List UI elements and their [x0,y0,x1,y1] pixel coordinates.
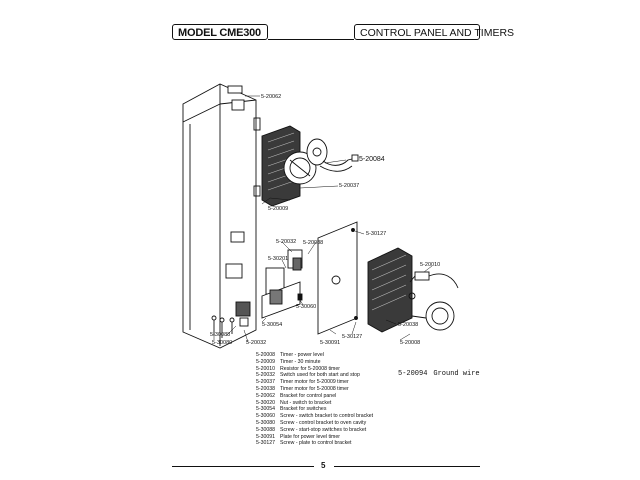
callout-bracket-control-panel: 5-20062 [261,94,282,100]
callout-power-plate: 5-30091 [320,340,341,346]
callout-cavity-screw: 5-30080 [212,340,233,346]
parts-list-row: 5-20038 Timer motor for 5-20008 timer [256,386,406,393]
section-title: CONTROL PANEL AND TIMERS [354,24,514,40]
callout-nut: 5-30201 [268,256,289,262]
callout-plate-screw-top: 5-30127 [366,231,387,237]
callout-bracket-screw: 5-30060 [296,304,317,310]
parts-list-row: 5-30080 Screw - control bracket to oven c… [256,420,406,427]
power-level-plate [317,221,358,335]
parts-list-row: 5-30091 Plate for power level timer [256,434,406,441]
parts-list-row: 5-30088 Screw - start-stop switches to br… [256,427,406,434]
callout-timer-30min: 5-20009 [268,206,289,212]
part-number: 5-20009 [256,358,276,365]
parts-list-row: 5-20062 Bracket for control panel [256,393,406,400]
part-number: 5-20032 [256,372,276,379]
part-number: 5-30060 [256,413,276,420]
parts-list-row: 5-30127 Screw - plate to control bracket [256,440,406,447]
parts-list-row: 5-20009 Timer - 30 minute [256,359,406,366]
callout-switch-top: 5-20032 [276,239,297,245]
callout-timer-motor-power: 5-20038 [398,322,419,328]
callout-switch-screw-bottom: 5-30088 [210,332,231,338]
parts-list-row: 5-30020 Nut - switch to bracket [256,400,406,407]
part-number: 5-30020 [256,399,276,406]
part-description: Resistor for 5-20008 timer [280,365,340,372]
parts-list-row: 5-20010 Resistor for 5-20008 timer [256,366,406,373]
parts-list-row: 5-30054 Bracket for switches [256,406,406,413]
footer-rule-right [334,466,480,467]
part-number: 5-20038 [256,385,276,392]
page-header: MODEL CME300 CONTROL PANEL AND TIMERS [172,24,514,42]
ground-wire-entry: 5-20094 Ground wire [398,370,480,378]
parts-list-row: 5-30060 Screw - switch bracket to control… [256,413,406,420]
callout-ground-wire: 5-20084 [359,156,385,163]
part-number: 5-30080 [256,419,276,426]
part-number: 5-30088 [256,426,276,433]
callout-switch-bottom: 5-20032 [246,340,267,346]
ground-wire-description: Ground wire [433,370,480,378]
part-description: Bracket for control panel [280,392,337,399]
ground-wire-part-number: 5-20094 [398,370,428,378]
part-number: 5-20010 [256,365,276,372]
part-description: Screw - plate to control bracket [280,440,352,447]
part-description: Timer - power level [280,352,324,358]
ground-wire [319,154,359,172]
callout-resistor: 5-20010 [420,262,441,268]
parts-list-row: 5-20037 Timer motor for 5-20009 timer [256,379,406,386]
part-description: Timer - 30 minute [280,358,321,365]
part-description: Timer motor for 5-20008 timer [280,385,349,392]
timer-30-minute [261,125,328,207]
callout-timer-power: 5-20008 [400,340,421,346]
part-description: Screw - control bracket to oven cavity [280,419,367,426]
part-number: 5-20062 [256,392,276,399]
part-description: Plate for power level timer [280,433,340,440]
control-panel-bracket [182,83,261,349]
resistor [409,271,459,289]
part-description: Screw - start-stop switches to bracket [280,426,367,433]
part-number: 5-30127 [256,440,276,447]
part-number: 5-30091 [256,433,276,440]
callout-plate-screw-bottom: 5-30127 [342,334,363,340]
model-title: MODEL CME300 [172,24,268,40]
header-rule [268,39,354,40]
callout-timer-motor-30min: 5-20037 [339,183,360,189]
parts-list-row: 5-20032 Switch used for both start and st… [256,372,406,379]
part-description: Switch used for both start and stop [280,372,360,379]
part-description: Timer motor for 5-20009 timer [280,379,349,386]
parts-list-row: 5-20008 Timer - power level [256,352,406,359]
part-description: Bracket for switches [280,406,327,413]
switch-bracket-assembly [211,249,303,338]
timer-power-level [367,247,455,333]
callout-switch-bracket: 5-30054 [262,322,283,328]
part-number: 5-30054 [256,406,276,413]
page-number: 5 [321,461,326,470]
part-description: Nut - switch to bracket [280,399,332,406]
footer-rule-left [172,466,314,467]
part-number: 5-20008 [256,352,276,358]
part-number: 5-20037 [256,379,276,386]
part-description: Screw - switch bracket to control bracke… [280,413,374,420]
callout-switch-screw-top: 5-20088 [303,240,324,246]
